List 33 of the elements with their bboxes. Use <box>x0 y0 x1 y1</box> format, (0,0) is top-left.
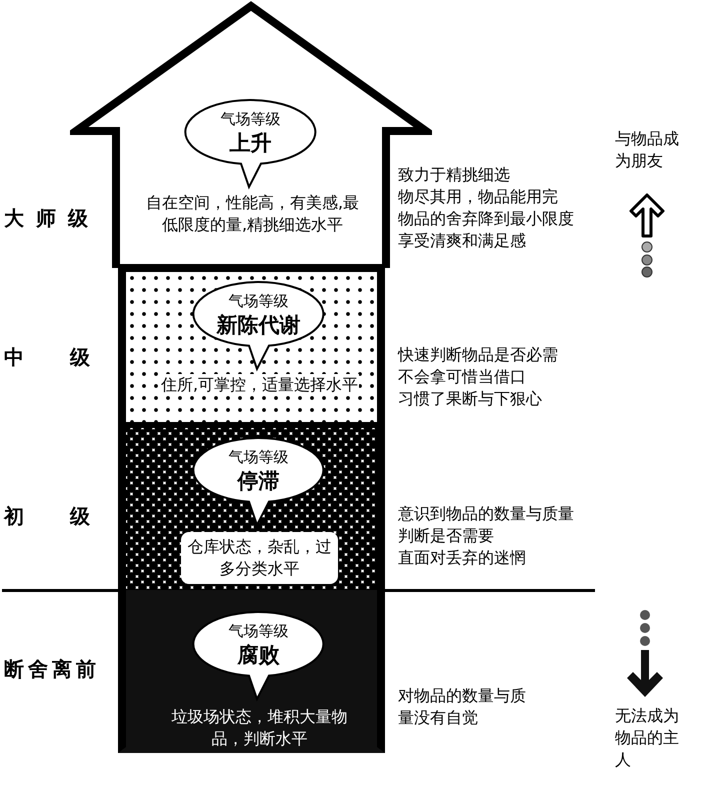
description-line: 物尽其用，物品能用完 <box>398 186 558 208</box>
level-name: 上升 <box>228 130 272 156</box>
note-text: 无法成为物品的主人 <box>615 705 680 771</box>
description-line: 意识到物品的数量与质量 <box>398 503 574 525</box>
dark-band <box>118 590 385 753</box>
description-line: 快速判断物品是否必需 <box>398 344 558 366</box>
description-line: 享受清爽和满足感 <box>398 230 526 252</box>
level-name: 新陈代谢 <box>215 312 302 338</box>
level-name: 腐败 <box>236 642 281 668</box>
description-text: 垃圾场状态，堆积大量物品，判断水平 <box>170 706 348 750</box>
speech-bubble <box>183 98 318 190</box>
description-line: 物品的舍弃降到最小限度 <box>398 208 574 230</box>
speech-bubble <box>191 610 326 702</box>
text-panel: 仓库状态，杂乱，过多分类水平 <box>181 532 338 584</box>
description-line: 习惯了果断与下狠心 <box>398 388 542 410</box>
level-label: 大师级 <box>4 205 100 232</box>
level-name: 停滞 <box>236 468 280 494</box>
description-line: 致力于精挑细选 <box>398 164 510 186</box>
speech-bubble <box>191 280 326 372</box>
level-label: 初级 <box>4 503 136 530</box>
level-label: 中级 <box>4 344 136 371</box>
description-text: 对物品的数量与质量没有自觉 <box>398 685 527 729</box>
description-line: 不会拿可惜当借口 <box>398 366 526 388</box>
description-text: 自在空间，性能高，有美感,最低限度的量,精挑细选水平 <box>144 192 360 236</box>
description-line: 判断是否需要 <box>398 525 494 547</box>
description-line: 直面对丢弃的迷惘 <box>398 547 526 569</box>
level-label: 断舍离前 <box>4 656 100 683</box>
bubble-caption: 气场等级 <box>228 448 290 466</box>
bubble-caption: 气场等级 <box>228 622 290 640</box>
bubble-caption: 气场等级 <box>228 292 290 310</box>
note-text: 与物品成为朋友 <box>615 128 680 172</box>
bubble-caption: 气场等级 <box>220 110 282 128</box>
dotted-band <box>118 428 385 590</box>
